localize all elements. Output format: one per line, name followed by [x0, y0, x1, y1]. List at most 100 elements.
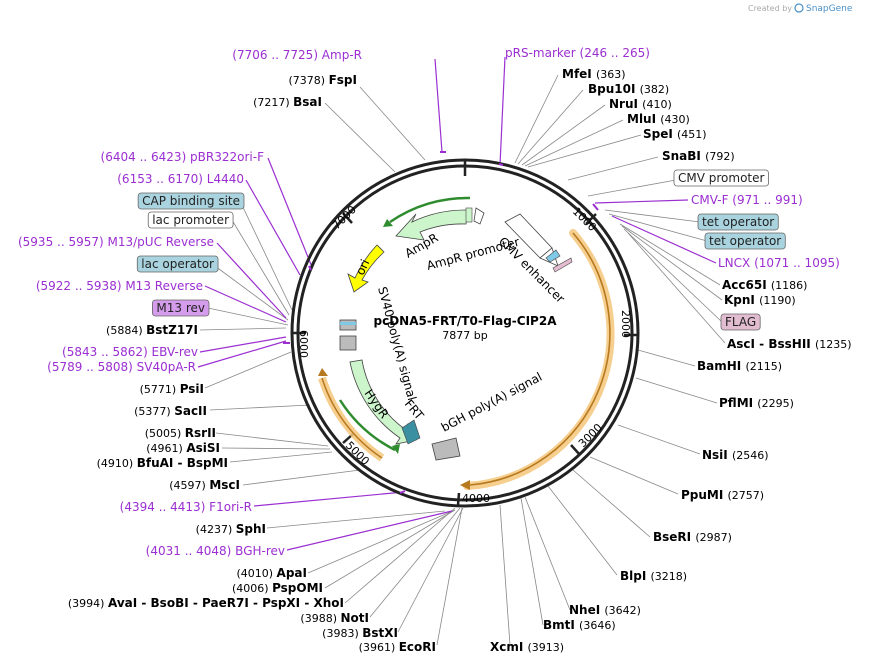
site-label: LNCX (1071 .. 1095)	[718, 256, 840, 270]
site-sacii-33: (5377) SacII	[134, 404, 207, 418]
site-label: PflMI (2295)	[719, 396, 794, 410]
feature-label-box	[152, 299, 210, 317]
site-ppumi-39: PpuMI (2757)	[681, 488, 764, 502]
feature-hygr: HygR	[362, 387, 392, 421]
site-psii-31: (5771) PsiI	[140, 382, 204, 396]
credit: Created by SnapGene	[748, 3, 853, 14]
inner-features	[339, 207, 573, 461]
site-label: (5922 .. 5938) M13 Reverse	[36, 279, 203, 293]
leader-sacii	[209, 404, 311, 411]
leader-bstz17i	[199, 327, 287, 331]
feature-label-box	[147, 211, 234, 229]
resistance-arcs	[338, 196, 471, 454]
site-tet-operator-16: tet operator	[697, 213, 779, 231]
site-sphi-42: (4237) SphI	[196, 522, 266, 536]
leader-f1ori-r	[253, 491, 405, 507]
site-kpni-23: KpnI (1190)	[724, 293, 796, 307]
ticks	[293, 160, 637, 506]
credit-prefix: Created by	[748, 4, 792, 13]
site-label: (4910) BfuAI - BspMI	[97, 456, 228, 470]
site-label: BseRI (2987)	[653, 530, 732, 544]
leader-bpu10i	[517, 89, 584, 165]
leader-tet-operator-2	[608, 213, 708, 242]
site-l4440-11: (6153 .. 6170) L4440	[117, 172, 244, 186]
site-pbr322ori-f-9: (6404 .. 6423) pBR322ori-F	[101, 150, 265, 164]
site-label: tet operator	[702, 215, 774, 229]
credit-brand: SnapGene	[806, 4, 853, 14]
ampr-arc-head-icon	[383, 219, 393, 227]
leader-sv40pa-r	[197, 340, 287, 368]
site-ecori-52: (3961) EcoRI	[359, 640, 436, 654]
site-label: XcmI (3913)	[490, 640, 564, 654]
leader-pbr322ori-f	[267, 157, 313, 268]
site-sv40pa-r-29: (5789 .. 5808) SV40pA-R	[47, 360, 196, 374]
site-bgh-rev-43: (4031 .. 4048) BGH-rev	[146, 544, 285, 558]
leader-lncx	[611, 215, 717, 264]
leader-cmv-promoter	[587, 179, 677, 197]
site-fspi-2: (7378) FspI	[289, 73, 357, 87]
leader-ppumi	[589, 456, 679, 495]
site-label: (4394 .. 4413) F1ori-R	[120, 500, 252, 514]
feature-sv40-polya-signal: SV40 poly(A) signal	[375, 285, 419, 402]
site-rsrii-34: (5005) RsrII	[145, 426, 216, 440]
bgh-polya-box	[431, 437, 461, 461]
leader-blpi	[547, 485, 618, 576]
site-f1ori-r-40: (4394 .. 4413) F1ori-R	[120, 500, 252, 514]
lac-operator-stripe	[340, 322, 356, 325]
site-m13-rev-24: M13 rev	[152, 299, 210, 317]
site-label: CMV promoter	[678, 171, 765, 185]
leader-lac-promoter	[231, 219, 290, 316]
site-label: SpeI (451)	[643, 127, 707, 141]
leader-noti	[369, 507, 461, 618]
site-label: tet operator	[709, 234, 781, 248]
snapgene-logo-icon	[794, 3, 804, 13]
feature-label-box	[720, 313, 761, 331]
leader-pflmi	[635, 377, 718, 404]
hygr-region-arc	[318, 368, 385, 462]
leader-mfei	[514, 74, 559, 164]
site-label: (4597) MscI	[169, 478, 240, 492]
site-lac-operator-19: lac operator	[136, 255, 219, 273]
leader-lac-operator	[214, 265, 289, 321]
site-label: AscI - BssHII (1235)	[727, 337, 852, 351]
site-label: (6153 .. 6170) L4440	[117, 172, 244, 186]
site-label: MfeI (363)	[562, 67, 626, 81]
site-pflmi-32: PflMI (2295)	[719, 396, 794, 410]
site-cmv-f-14: CMV-F (971 .. 991)	[691, 193, 803, 207]
leader-nrui	[521, 104, 606, 166]
site-label: lac promoter	[152, 213, 229, 227]
leader-m13-puc-reverse	[216, 242, 287, 319]
ori-arrow	[347, 244, 385, 293]
ampr-arc	[389, 196, 471, 224]
hygr-arc-head-icon	[392, 444, 400, 454]
site-label: NruI (410)	[609, 97, 672, 111]
site-label: Bpu10I (382)	[588, 82, 669, 96]
site-label: pRS-marker (246 .. 265)	[505, 46, 650, 60]
feature-label-box	[137, 192, 245, 210]
site-label: (4961) AsiSI	[146, 441, 220, 455]
leader-bgh-rev	[286, 510, 453, 551]
site-noti-49: (3988) NotI	[300, 611, 369, 625]
leader-l4440	[245, 179, 301, 276]
site-avai-bsobi-paer7i-pspxi-xhoi-47: (3994) AvaI - BsoBI - PaeR7I - PspXI - X…	[68, 596, 344, 610]
site-label: (3961) EcoRI	[359, 640, 436, 654]
site-ebv-rev-28: (5843 .. 5862) EBV-rev	[62, 345, 198, 359]
site-label: (4010) ApaI	[236, 566, 307, 580]
site-label: NheI (3642)	[569, 603, 641, 617]
leader-bsai	[324, 102, 396, 173]
leader-ebv-rev	[199, 336, 287, 353]
site-xcmi-53: XcmI (3913)	[490, 640, 564, 654]
feature-label-box	[136, 255, 219, 273]
ampr-promoter-arrow	[473, 207, 485, 225]
leader-acc65i	[619, 223, 721, 286]
site-asci-bsshii-27: AscI - BssHII (1235)	[727, 337, 852, 351]
site-label: (3994) AvaI - BsoBI - PaeR7I - PspXI - X…	[68, 596, 344, 610]
leader-m13-rev	[207, 307, 289, 326]
site-bseri-41: BseRI (2987)	[653, 530, 732, 544]
site-flag-25: FLAG	[720, 313, 761, 331]
sv40-polya-box	[339, 335, 357, 351]
leader-bspmi	[229, 451, 333, 463]
feature-label-box	[697, 213, 779, 231]
site-blpi-44: BlpI (3218)	[620, 569, 687, 583]
